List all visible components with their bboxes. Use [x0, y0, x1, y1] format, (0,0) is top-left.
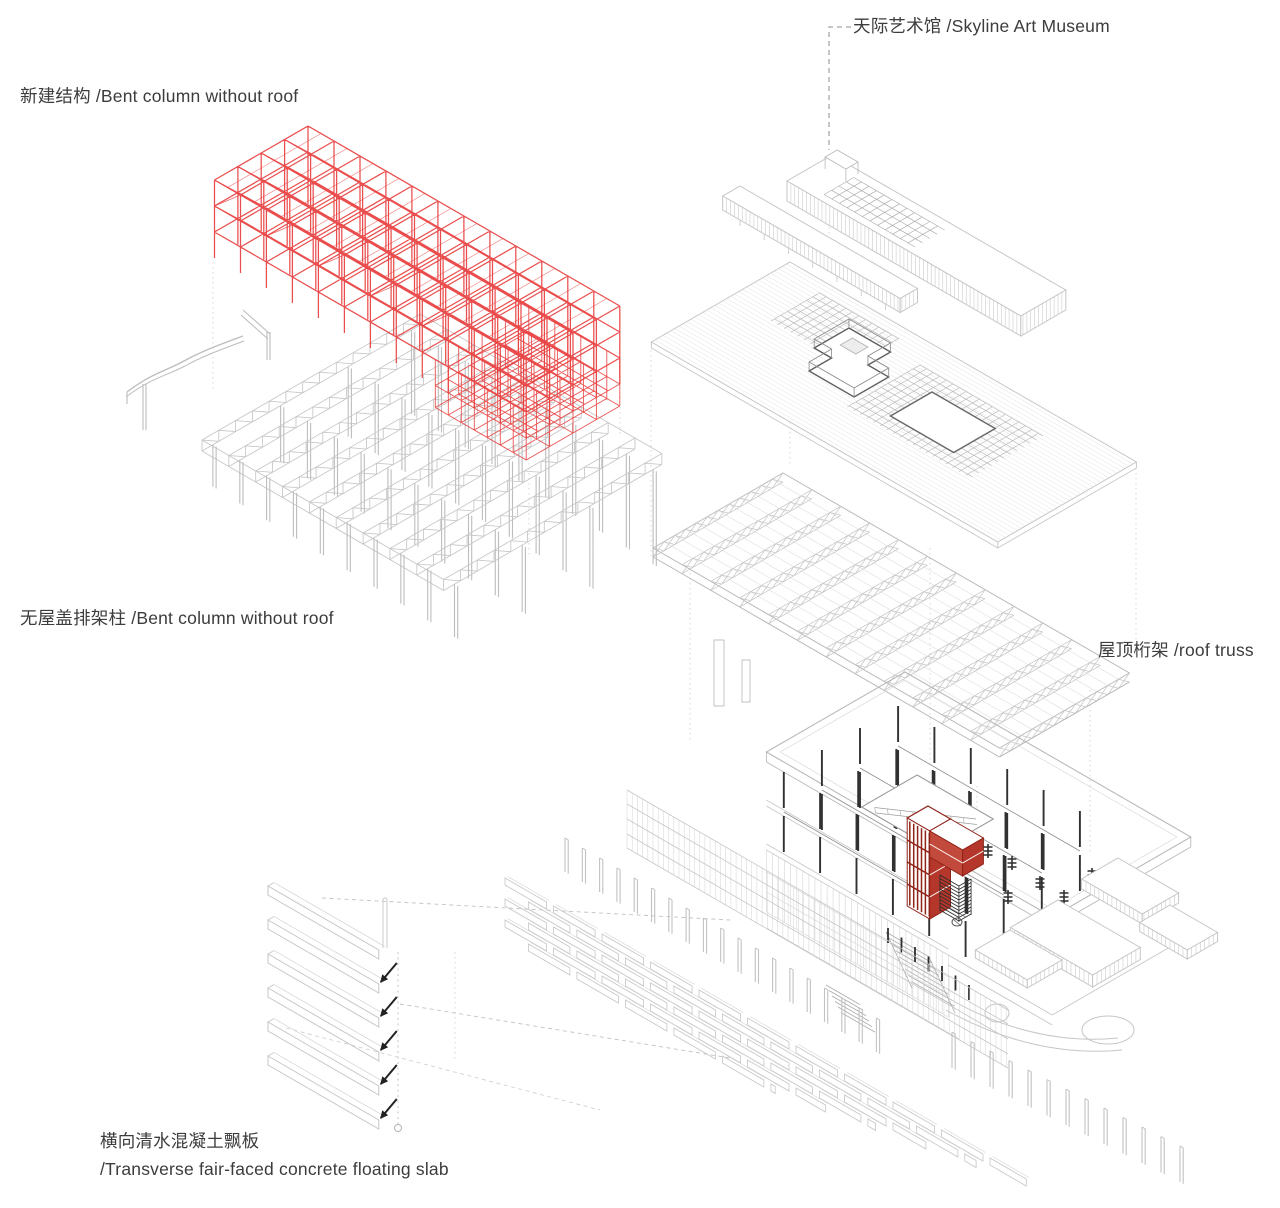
layer-roof-truss	[652, 472, 1131, 758]
label-floating-slab: 横向清水混凝土飘板 /Transverse fair-faced concret…	[100, 1131, 449, 1187]
label-skyline-art-museum: 天际艺术馆 /Skyline Art Museum	[853, 16, 1110, 36]
label-floating-slab-en: /Transverse fair-faced concrete floating…	[100, 1158, 449, 1179]
layer-new-structure-red-frame	[213, 125, 621, 461]
label-bent-column-without-roof: 无屋盖排架柱 /Bent column without roof	[20, 608, 334, 628]
layer-leaders	[285, 26, 851, 1111]
layer-skyline-museum-roof	[721, 149, 1067, 337]
label-roof-truss: 屋顶桁架 /roof truss	[1098, 640, 1254, 660]
layer-floor-plate	[650, 261, 1138, 549]
layer-bent-column-shed	[125, 309, 663, 639]
label-floating-slab-zh: 横向清水混凝土飘板	[100, 1131, 260, 1151]
layer-facade-slats	[504, 789, 1184, 1187]
label-new-structure: 新建结构 /Bent column without roof	[20, 86, 299, 106]
layer-main-building	[713, 639, 1219, 1052]
layer-floating-slab-detail	[267, 882, 403, 1132]
